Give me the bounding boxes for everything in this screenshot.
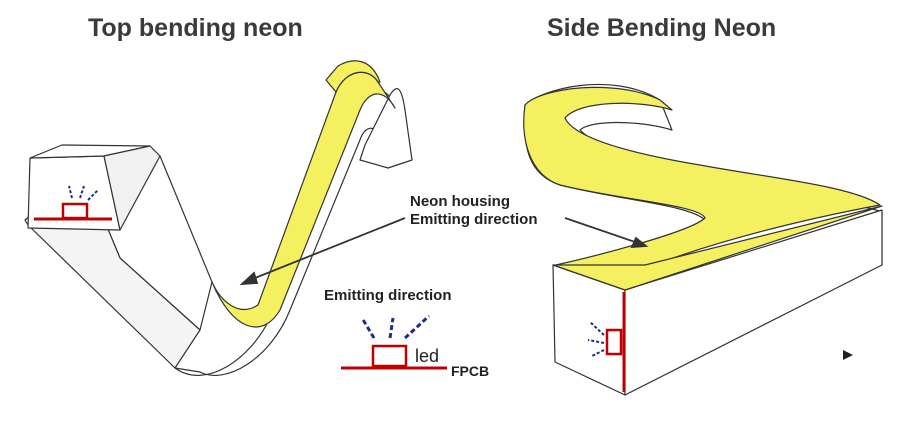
callout-line-emitting: Emitting direction (410, 211, 538, 228)
play-arrow-icon[interactable] (843, 350, 853, 360)
callout-arrows (239, 217, 649, 286)
neon-housing-callout: Neon housing Emitting direction (410, 193, 538, 229)
callout-line-housing: Neon housing (410, 193, 510, 210)
led-icon-right (587, 292, 626, 392)
title-side-bending-neon: Side Bending Neon (547, 14, 777, 42)
led-icon-left (34, 185, 112, 221)
emitting-direction-legend-icon (341, 314, 447, 370)
title-top-bending-neon: Top bending neon (88, 14, 303, 42)
led-label: led (415, 346, 440, 366)
fpcb-label: FPCB (451, 363, 490, 379)
emitting-direction-label: Emitting direction (324, 287, 452, 304)
top-bending-neon-strip (24, 60, 413, 376)
side-bending-neon-strip (523, 83, 883, 396)
